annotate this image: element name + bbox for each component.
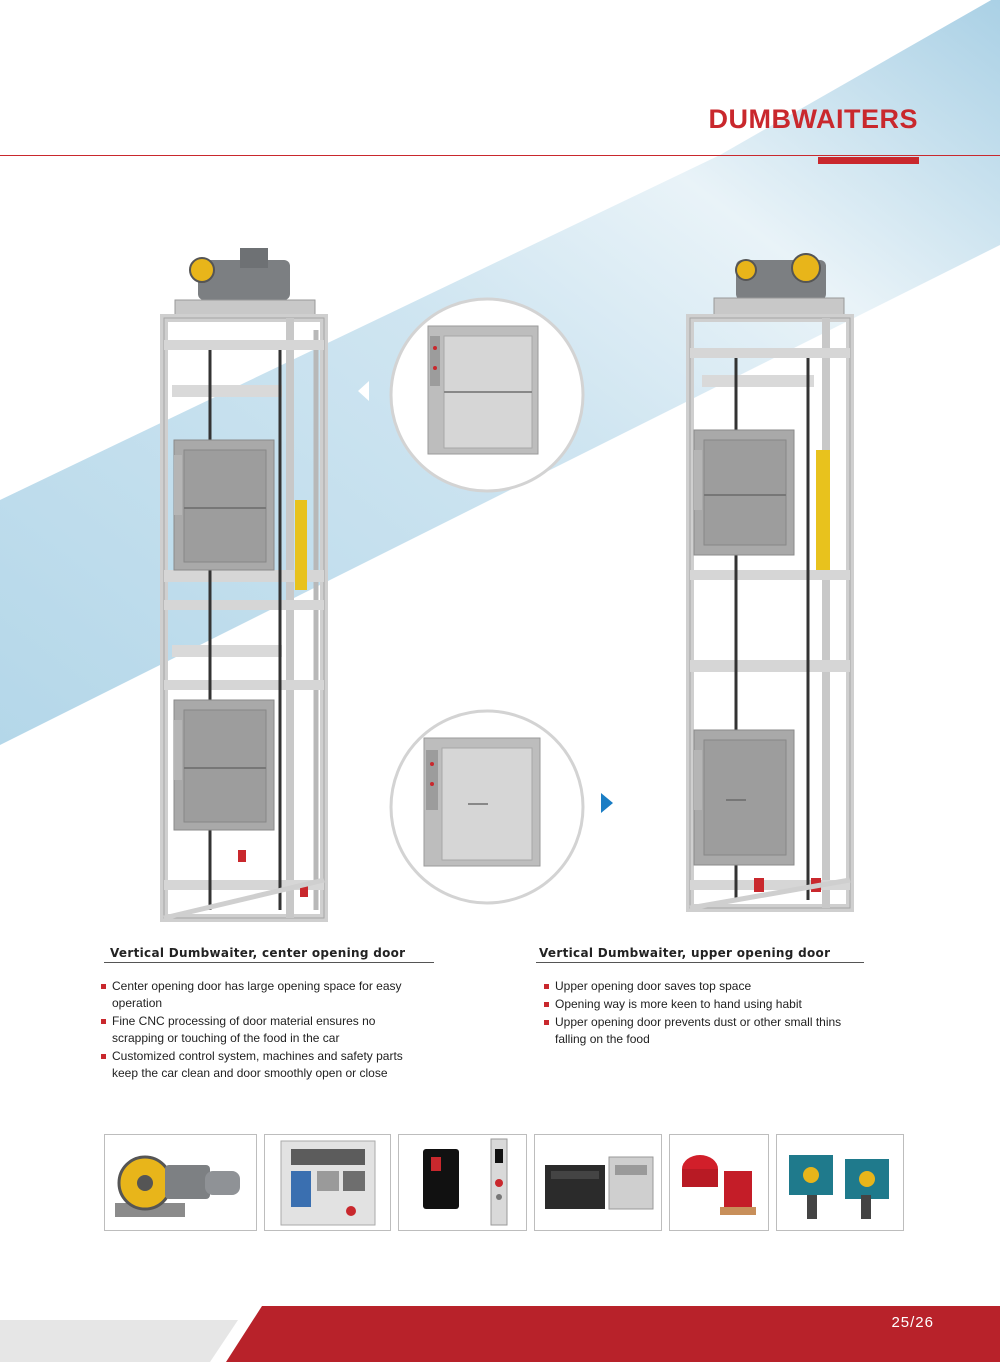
list-item: Customized control system, machines and … — [100, 1048, 430, 1082]
footer-band — [0, 1306, 1000, 1362]
arrow-left-icon — [358, 381, 369, 401]
arrow-right-icon — [601, 793, 613, 813]
component-thumb-buffers — [669, 1134, 769, 1231]
dumbwaiter-upper-opening-image — [686, 253, 854, 912]
feature-list-upper-opening: Upper opening door saves top space Openi… — [543, 978, 873, 1049]
product-caption-upper-opening: Vertical Dumbwaiter, upper opening door — [539, 946, 831, 960]
list-item: Fine CNC processing of door material ens… — [100, 1013, 430, 1047]
component-thumb-call-display — [398, 1134, 527, 1231]
component-thumb-controller-modules — [534, 1134, 662, 1231]
title-divider — [0, 155, 1000, 156]
product-caption-center-opening: Vertical Dumbwaiter, center opening door — [110, 946, 406, 960]
title-accent-bar — [818, 157, 919, 164]
list-item: Upper opening door prevents dust or othe… — [543, 1014, 873, 1048]
dumbwaiter-center-opening-image — [160, 248, 328, 922]
component-thumb-control-cabinet — [264, 1134, 391, 1231]
caption-divider — [536, 962, 864, 963]
door-detail-lower-circle — [389, 709, 585, 905]
list-item: Opening way is more keen to hand using h… — [543, 996, 873, 1013]
component-thumb-safety-gear — [776, 1134, 904, 1231]
page-title: DUMBWAITERS — [708, 104, 918, 134]
feature-list-center-opening: Center opening door has large opening sp… — [100, 978, 430, 1083]
list-item: Center opening door has large opening sp… — [100, 978, 430, 1012]
page-number: 25/26 — [891, 1314, 934, 1331]
list-item: Upper opening door saves top space — [543, 978, 873, 995]
caption-divider — [104, 962, 434, 963]
door-detail-upper-circle — [389, 297, 585, 493]
component-thumb-traction-machine — [104, 1134, 257, 1231]
